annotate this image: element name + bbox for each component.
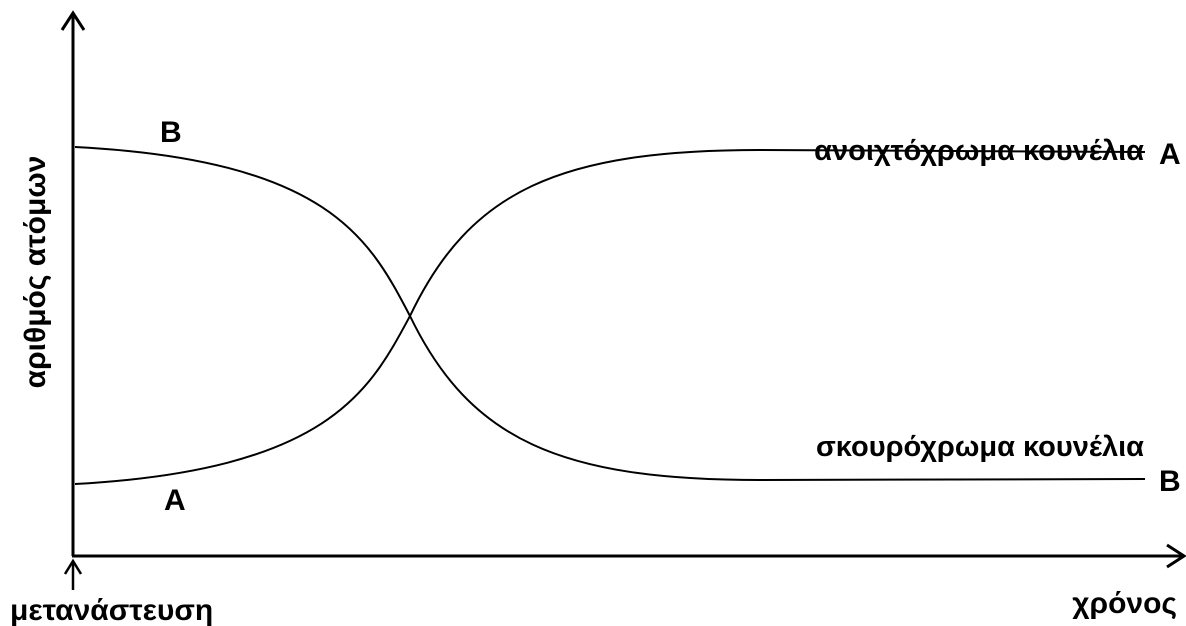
dark-rabbits-curve — [74, 146, 1146, 482]
light-curve-end-letter: A — [1159, 138, 1181, 171]
dark-curve-start-letter: B — [160, 116, 182, 149]
x-axis-label: χρόνος — [1072, 587, 1177, 620]
migration-label: μετανάστευση — [10, 594, 213, 626]
x-axis — [72, 543, 1186, 569]
dark-curve-end-letter: B — [1159, 465, 1181, 498]
y-axis — [60, 10, 86, 556]
light-rabbits-label: ανοιχτόχρωμα κουνέλια — [814, 135, 1144, 167]
light-curve-start-letter: A — [164, 484, 186, 517]
dark-rabbits-label: σκουρόχρωμα κουνέλια — [816, 431, 1144, 463]
y-axis-label: αριθμός ατόμων — [19, 156, 52, 389]
migration-arrow-icon — [63, 558, 83, 590]
